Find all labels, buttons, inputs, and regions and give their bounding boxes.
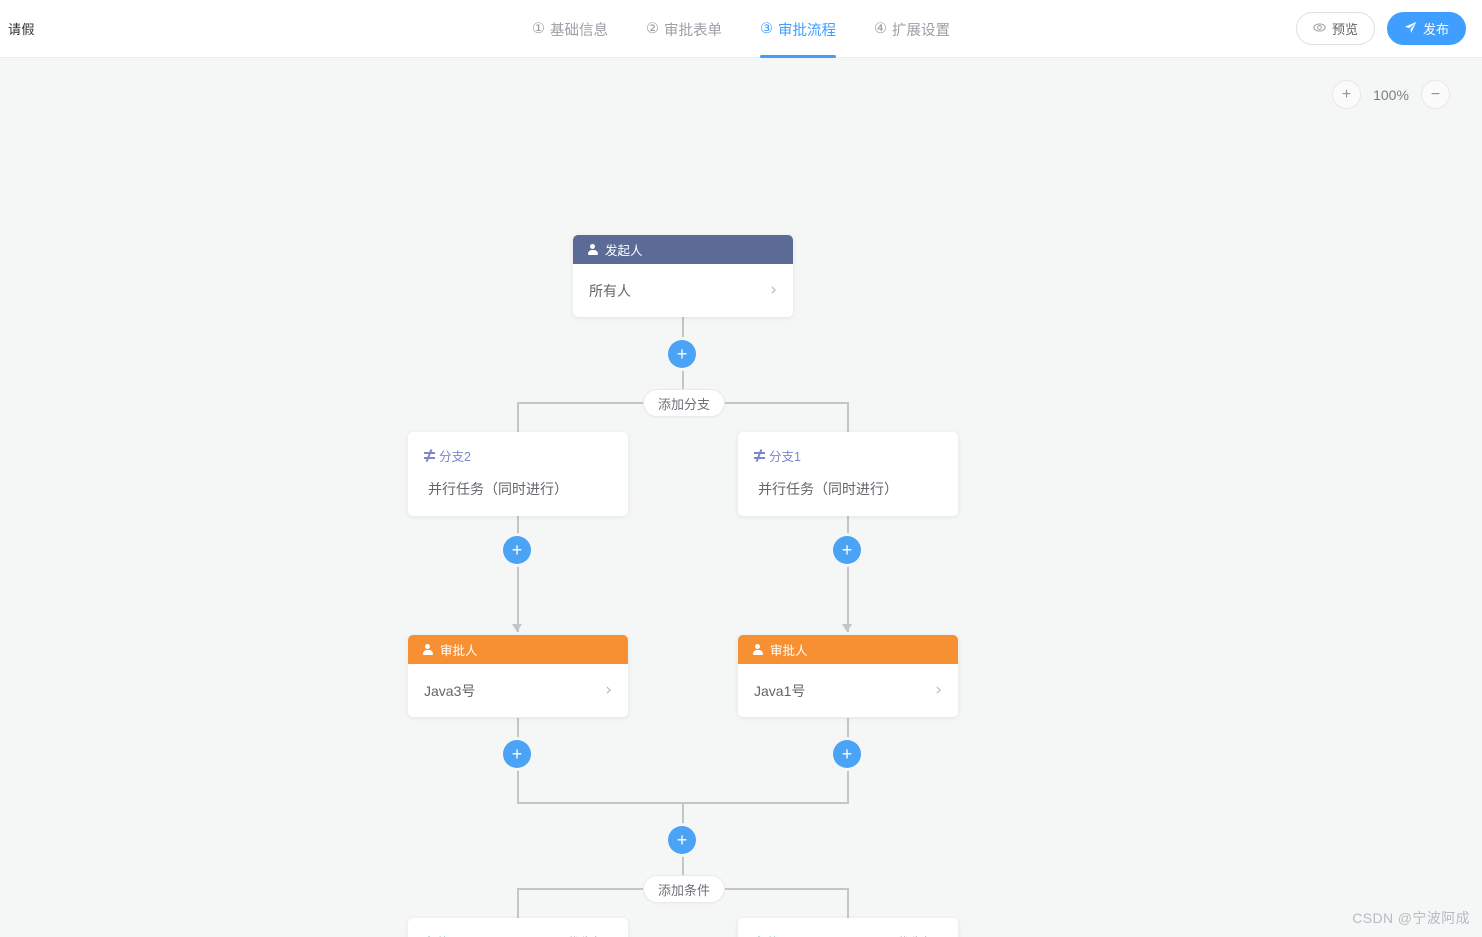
condition-tag: 条件1 bbox=[754, 932, 786, 937]
branch-tag-label: 分支1 bbox=[769, 450, 801, 464]
node-value: 所有人 bbox=[589, 282, 631, 299]
condition-priority: 优先级1 bbox=[568, 932, 612, 937]
tab-approval-flow[interactable]: ③ 审批流程 bbox=[760, 0, 836, 58]
branch-tag-label: 分支2 bbox=[439, 450, 471, 464]
connector-arrow bbox=[512, 624, 522, 632]
branch-card-header: 分支1 bbox=[754, 446, 942, 465]
chevron-right-icon[interactable]: › bbox=[935, 680, 942, 700]
node-branch[interactable]: 分支2 并行任务（同时进行） bbox=[408, 432, 628, 516]
condition-card-header: 条件1 优先级2 bbox=[754, 932, 942, 937]
zoom-in-button[interactable]: + bbox=[1332, 80, 1361, 109]
node-body: 所有人 › bbox=[573, 264, 793, 317]
node-body: Java3号 › bbox=[408, 664, 628, 717]
preview-button[interactable]: 预览 bbox=[1295, 12, 1375, 45]
branch-tag: 分支1 bbox=[754, 446, 801, 465]
publish-button[interactable]: 发布 bbox=[1386, 12, 1466, 45]
add-node-button[interactable]: + bbox=[833, 740, 861, 768]
node-header: 审批人 bbox=[408, 635, 628, 664]
header-actions: 预览 发布 bbox=[1295, 12, 1466, 45]
tab-number: ④ bbox=[874, 21, 887, 37]
preview-button-label: 预览 bbox=[1331, 22, 1358, 37]
node-header-label: 审批人 bbox=[440, 644, 478, 658]
branch-card-text: 并行任务（同时进行） bbox=[428, 481, 568, 497]
add-node-button[interactable]: + bbox=[833, 536, 861, 564]
person-icon bbox=[752, 643, 763, 656]
app-header: 请假 ① 基础信息 ② 审批表单 ③ 审批流程 ④ 扩展设置 预览 bbox=[0, 0, 1482, 58]
node-value: Java1号 bbox=[754, 682, 806, 699]
connector-line bbox=[682, 312, 684, 356]
tab-label: 审批表单 bbox=[664, 22, 722, 39]
connector-line bbox=[682, 354, 684, 402]
node-approver[interactable]: 审批人 Java1号 › bbox=[738, 635, 958, 717]
connector-line bbox=[517, 402, 519, 432]
node-condition[interactable]: 条件1 优先级2 其他条件进入此流程 bbox=[738, 918, 958, 937]
zoom-controls: + 100% − bbox=[1332, 80, 1450, 109]
page-title: 请假 bbox=[8, 22, 36, 37]
send-icon bbox=[1404, 21, 1417, 36]
node-value: Java3号 bbox=[424, 682, 476, 699]
tab-number: ① bbox=[532, 21, 545, 37]
condition-tag: 条件2 bbox=[424, 932, 456, 937]
watermark: CSDN @宁波阿成 bbox=[1352, 910, 1470, 926]
add-branch-button[interactable]: 添加分支 bbox=[643, 389, 726, 417]
add-node-button[interactable]: + bbox=[503, 536, 531, 564]
node-condition[interactable]: 条件2 优先级1 发起人属于[Java1号]之一 bbox=[408, 918, 628, 937]
branch-icon bbox=[754, 449, 765, 462]
tab-label: 基础信息 bbox=[550, 22, 608, 39]
tab-number: ③ bbox=[760, 21, 773, 37]
zoom-level-label: 100% bbox=[1373, 86, 1409, 103]
chevron-right-icon[interactable]: › bbox=[605, 680, 612, 700]
node-body: Java1号 › bbox=[738, 664, 958, 717]
connector-line bbox=[847, 516, 849, 632]
tab-label: 审批流程 bbox=[778, 22, 836, 39]
eye-icon bbox=[1313, 21, 1326, 36]
tab-basic-info[interactable]: ① 基础信息 bbox=[532, 0, 608, 58]
condition-card-header: 条件2 优先级1 bbox=[424, 932, 612, 937]
node-header: 发起人 bbox=[573, 235, 793, 264]
tab-extended-settings[interactable]: ④ 扩展设置 bbox=[874, 0, 950, 58]
connector-line bbox=[847, 402, 849, 432]
step-tabs: ① 基础信息 ② 审批表单 ③ 审批流程 ④ 扩展设置 bbox=[0, 0, 1482, 58]
flow-canvas[interactable]: + 100% − + + + + + + 添加分支 添加条件 发起人 所有人 bbox=[0, 58, 1482, 937]
publish-button-label: 发布 bbox=[1422, 22, 1449, 37]
add-condition-button[interactable]: 添加条件 bbox=[643, 875, 726, 903]
branch-tag: 分支2 bbox=[424, 446, 471, 465]
connector-line bbox=[517, 888, 519, 918]
add-node-button[interactable]: + bbox=[668, 826, 696, 854]
tab-number: ② bbox=[646, 21, 659, 37]
connector-line bbox=[847, 888, 849, 918]
tab-approval-form[interactable]: ② 审批表单 bbox=[646, 0, 722, 58]
person-icon bbox=[422, 643, 433, 656]
zoom-out-button[interactable]: − bbox=[1421, 80, 1450, 109]
add-node-button[interactable]: + bbox=[503, 740, 531, 768]
connector-line bbox=[517, 516, 519, 632]
branch-icon bbox=[424, 449, 435, 462]
connector-arrow bbox=[842, 624, 852, 632]
branch-card-text: 并行任务（同时进行） bbox=[758, 481, 898, 497]
chevron-right-icon[interactable]: › bbox=[770, 280, 777, 300]
add-node-button[interactable]: + bbox=[668, 340, 696, 368]
node-branch[interactable]: 分支1 并行任务（同时进行） bbox=[738, 432, 958, 516]
person-icon bbox=[587, 243, 598, 256]
node-initiator[interactable]: 发起人 所有人 › bbox=[573, 235, 793, 317]
node-header-label: 发起人 bbox=[605, 244, 643, 258]
branch-card-header: 分支2 bbox=[424, 446, 612, 465]
node-approver[interactable]: 审批人 Java3号 › bbox=[408, 635, 628, 717]
node-header-label: 审批人 bbox=[770, 644, 808, 658]
node-header: 审批人 bbox=[738, 635, 958, 664]
tab-label: 扩展设置 bbox=[892, 22, 950, 39]
condition-priority: 优先级2 bbox=[898, 932, 942, 937]
